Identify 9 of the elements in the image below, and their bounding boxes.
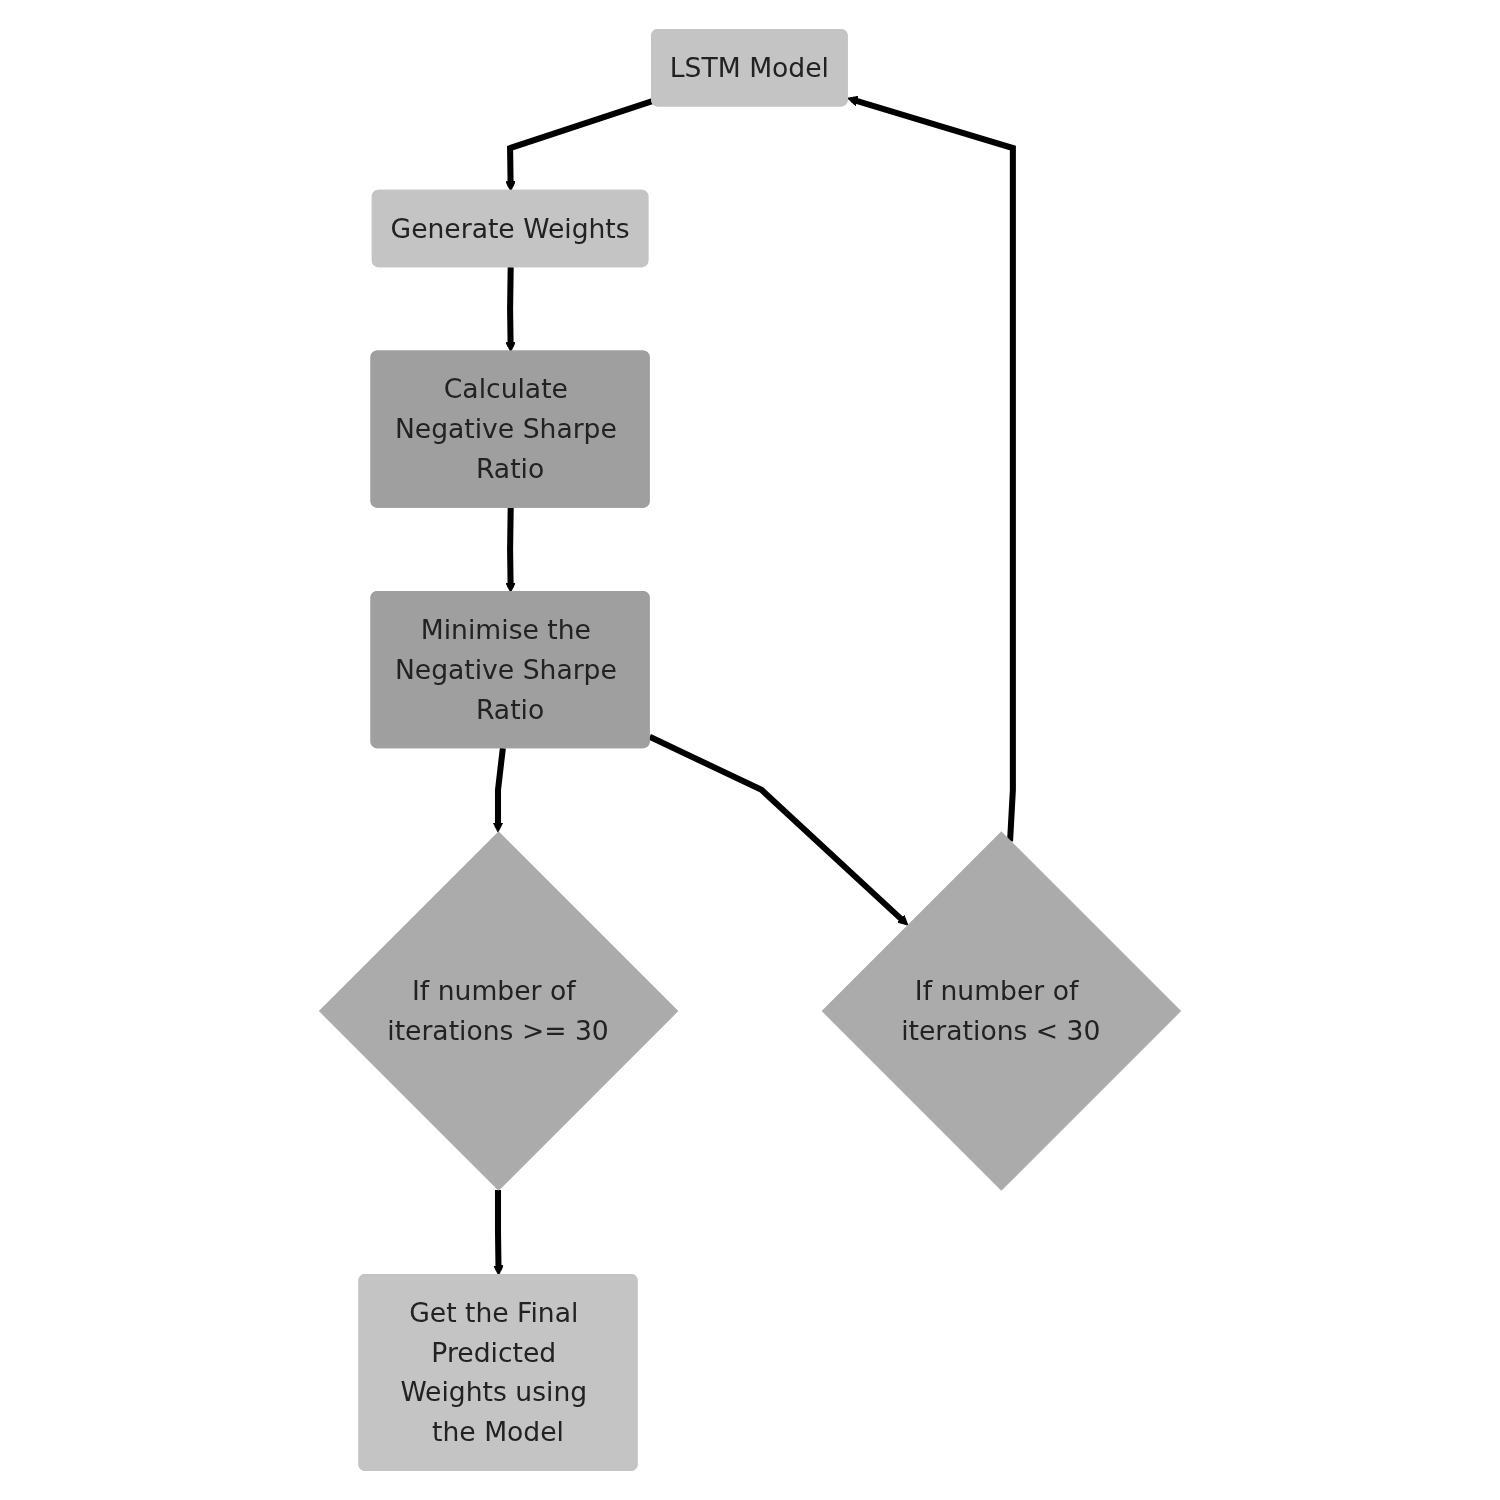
arrow	[505, 267, 516, 353]
arrow	[493, 1189, 504, 1276]
node-diamond: If number of iterations >= 30	[318, 831, 679, 1191]
arrow	[648, 734, 909, 926]
node-diamond: If number of iterations < 30	[821, 831, 1182, 1191]
arrow	[505, 507, 516, 593]
arrow	[847, 95, 1016, 842]
arrow	[505, 98, 654, 192]
arrow	[492, 747, 506, 833]
